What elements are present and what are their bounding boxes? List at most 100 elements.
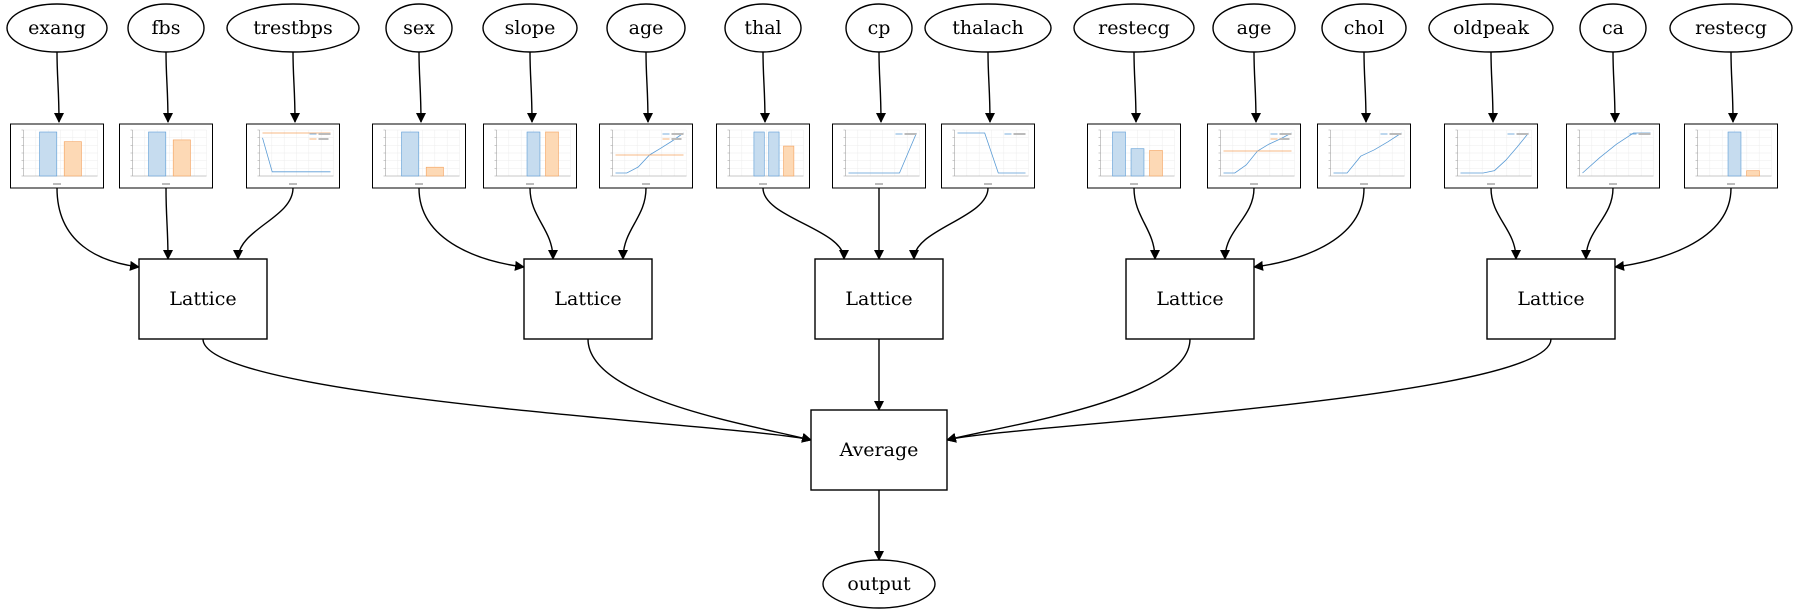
plot-line-series-a <box>848 132 917 174</box>
lattice-box <box>1125 258 1255 340</box>
plot-line-series-a <box>1333 132 1402 174</box>
calibrator-plot-chol <box>1317 123 1411 189</box>
lattice-label: Lattice <box>169 288 236 310</box>
feature-ellipse <box>1669 3 1793 53</box>
feature-node-cp: cp <box>845 3 913 53</box>
lattice-node-4: Lattice <box>1125 258 1255 340</box>
edge-feature-to-calibrator <box>875 51 886 123</box>
feature-label: sex <box>403 17 435 39</box>
lattice-box <box>814 258 944 340</box>
feature-label: restecg <box>1098 17 1170 39</box>
feature-ellipse <box>482 3 578 53</box>
edge-feature-to-calibrator <box>1360 51 1371 123</box>
edge-calibrator-to-lattice <box>762 187 849 260</box>
edge-calibrator-to-lattice <box>1614 187 1732 271</box>
feature-label: cp <box>868 17 891 39</box>
lattice-node-5: Lattice <box>1486 258 1616 340</box>
feature-ellipse <box>6 3 108 53</box>
feature-label: thalach <box>952 17 1023 39</box>
feature-label: oldpeak <box>1453 17 1529 39</box>
plot-x-label <box>642 183 650 185</box>
lattice-label: Lattice <box>1156 288 1223 310</box>
lattice-box <box>523 258 653 340</box>
edge-calibrator-to-lattice <box>1133 187 1160 260</box>
feature-ellipse <box>606 3 686 53</box>
calibrator-plot-age <box>599 123 693 189</box>
plot-bar <box>1149 150 1163 177</box>
plot-x-label <box>162 183 170 185</box>
edge-calibrator-to-lattice <box>909 187 989 260</box>
plot-x-label <box>1487 183 1495 185</box>
plot-legend-text <box>1013 133 1026 135</box>
calibrator-plot-fbs <box>119 123 213 189</box>
feature-label: restecg <box>1695 17 1767 39</box>
edge-calibrator-to-lattice <box>618 187 647 260</box>
edge-calibrator-to-lattice <box>1490 187 1521 260</box>
edge-feature-to-calibrator <box>289 51 300 123</box>
edge-feature-to-calibrator <box>642 51 653 123</box>
edge-feature-to-calibrator <box>759 51 770 123</box>
plot-x-label <box>1130 183 1138 185</box>
feature-ellipse <box>226 3 360 53</box>
plot-line-series-a <box>1460 132 1529 174</box>
lattice-box <box>138 258 268 340</box>
lattice-box <box>1486 258 1616 340</box>
feature-label: exang <box>28 17 86 39</box>
edge-lattice-to-average <box>202 338 812 443</box>
calibrator-plot-thalach <box>941 123 1035 189</box>
feature-node-ca: ca <box>1579 3 1647 53</box>
calibrator-plot-restecg <box>1087 123 1181 189</box>
calibrator-plot-cp <box>832 123 926 189</box>
plot-bar <box>425 166 444 177</box>
feature-ellipse <box>924 3 1052 53</box>
feature-node-thalach: thalach <box>924 3 1052 53</box>
feature-node-age: age <box>606 3 686 53</box>
plot-bar <box>39 131 58 177</box>
plot-bar <box>1746 170 1760 177</box>
average-box <box>810 409 948 491</box>
edge-feature-to-calibrator <box>1727 51 1738 123</box>
feature-ellipse <box>845 3 913 53</box>
lattice-label: Lattice <box>554 288 621 310</box>
feature-ellipse <box>1428 3 1554 53</box>
plot-legend-text <box>1638 133 1651 135</box>
feature-node-oldpeak: oldpeak <box>1428 3 1554 53</box>
plot-x-label <box>1727 183 1735 185</box>
feature-ellipse <box>1579 3 1647 53</box>
plot-legend-text <box>671 138 682 140</box>
edge-feature-to-calibrator <box>53 51 64 123</box>
plot-legend-text <box>671 133 684 135</box>
average-label: Average <box>839 439 919 461</box>
plot-bar <box>63 141 82 177</box>
plot-legend-text <box>1279 133 1292 135</box>
feature-node-sex: sex <box>385 3 453 53</box>
plot-legend-text <box>1516 133 1529 135</box>
calibrator-plot-oldpeak <box>1444 123 1538 189</box>
plot-legend-text <box>318 133 331 135</box>
edge-feature-to-calibrator <box>1487 51 1498 123</box>
feature-node-restecg: restecg <box>1073 3 1195 53</box>
edge-feature-to-calibrator <box>415 51 426 123</box>
edge-calibrator-to-lattice <box>233 187 294 260</box>
calibrator-plot-age <box>1207 123 1301 189</box>
feature-label: ca <box>1602 17 1624 39</box>
plot-x-label <box>1360 183 1368 185</box>
plot-bar <box>1112 131 1126 177</box>
feature-node-exang: exang <box>6 3 108 53</box>
lattice-node-2: Lattice <box>523 258 653 340</box>
calibrator-plot-slope <box>483 123 577 189</box>
edge-feature-to-calibrator <box>162 51 173 123</box>
edge-lattice-to-average <box>946 338 1552 443</box>
feature-label: age <box>629 17 664 39</box>
plot-line-series-a <box>957 132 1026 174</box>
edge-feature-to-calibrator <box>984 51 995 123</box>
lattice-label: Lattice <box>1517 288 1584 310</box>
feature-node-fbs: fbs <box>127 3 205 53</box>
feature-node-age: age <box>1212 3 1296 53</box>
plot-legend-text <box>1279 138 1290 140</box>
plot-x-label <box>759 183 767 185</box>
output-label: output <box>847 573 911 595</box>
edge-calibrator-to-lattice <box>529 187 558 260</box>
plot-bar <box>768 131 780 177</box>
